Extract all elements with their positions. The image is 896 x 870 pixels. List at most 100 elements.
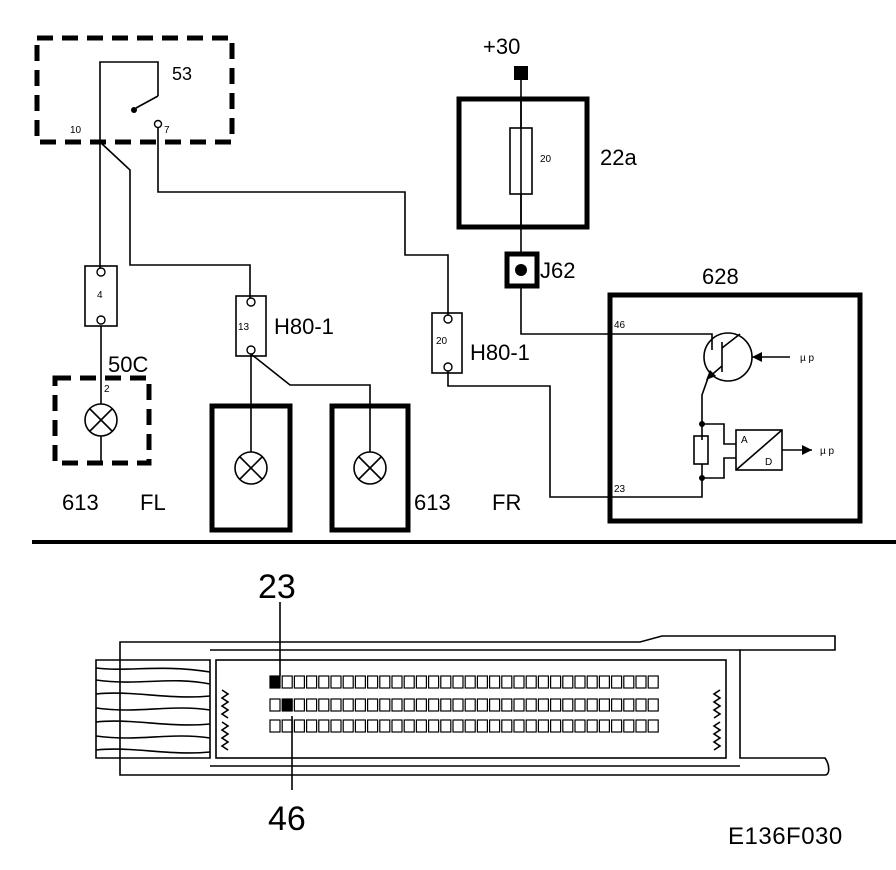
fuse-box-ref-label: 22a (600, 145, 637, 170)
connector-13-pin-label: 13 (238, 322, 250, 333)
module-pin-top-label: 46 (614, 320, 626, 331)
figure-code: E136F030 (728, 823, 843, 850)
pin-cell (415, 719, 427, 733)
pin-cell (354, 698, 366, 712)
pin-cell (476, 698, 488, 712)
pin-cell (293, 698, 305, 712)
pin-cell (367, 719, 379, 733)
pin-cell (391, 698, 403, 712)
pin-cell (306, 719, 318, 733)
pin-cell (623, 719, 635, 733)
pin-cell (367, 675, 379, 689)
pin-cell (562, 675, 574, 689)
pin-cell (440, 719, 452, 733)
pin-cell (489, 698, 501, 712)
pin-cell (598, 719, 611, 733)
pin-cell (415, 698, 427, 712)
junction-j62: J62 (504, 251, 713, 350)
connector-20-pin-label: 20 (436, 336, 448, 347)
pin-cell (610, 698, 623, 712)
pin-cell (586, 675, 598, 689)
pin-cell (476, 719, 488, 733)
pin-cell (379, 675, 391, 689)
pin-cell (635, 698, 647, 712)
module-out-top-label: µ p (800, 353, 815, 364)
pin-cell (501, 719, 513, 733)
module-pin-bottom-label: 23 (614, 484, 626, 495)
callout-pin-23-label: 23 (258, 568, 296, 606)
switch-ref-label: 53 (172, 64, 192, 84)
pin-cell (440, 675, 452, 689)
pin-cell (342, 719, 354, 733)
pin-cell (428, 698, 440, 712)
pin-cell (635, 719, 647, 733)
pin-cell (330, 675, 342, 689)
connector-plug-view: 23 46 (95, 568, 836, 838)
switch-53: 53 10 7 (34, 35, 235, 145)
pin-cell (562, 719, 574, 733)
pin-cell (647, 698, 659, 712)
pin-cell (489, 719, 501, 733)
pin-cell (367, 698, 379, 712)
lamp-613-left (209, 403, 293, 533)
pin-cell (452, 698, 464, 712)
lamp-50c: 50C 2 (52, 352, 152, 466)
pin-grid (269, 675, 659, 733)
lamp-50c-pin-label: 2 (104, 384, 110, 395)
pin-cell (318, 719, 330, 733)
module-ref-label: 628 (702, 264, 739, 289)
pin-cell (306, 675, 318, 689)
adc-d-label: D (765, 457, 772, 468)
pin-cell (464, 719, 476, 733)
lamp-fl-side-label: FL (140, 490, 166, 515)
pin-cell (610, 675, 623, 689)
pin-cell (549, 675, 562, 689)
fuse-box-22a: 20 22a (456, 96, 637, 230)
pin-cell (525, 675, 537, 689)
pin-cell (428, 675, 440, 689)
pin-cell (562, 698, 574, 712)
pin-cell (647, 719, 659, 733)
pin-cell (342, 698, 354, 712)
lamp-fl-ref-label: 613 (62, 490, 99, 515)
wires-left (99, 141, 449, 315)
fuse-number-label: 20 (540, 154, 552, 165)
lamp-fr-ref-label: 613 (414, 490, 451, 515)
pin-cell (501, 675, 513, 689)
pin-cell (269, 698, 281, 712)
pin-cell (513, 698, 525, 712)
pin-cell (342, 675, 354, 689)
switch-pin-left-label: 10 (70, 125, 82, 136)
control-module-628: 628 46 23 µ p A D µ p (607, 264, 863, 524)
pin-cell (330, 719, 342, 733)
pin-cell (403, 675, 415, 689)
pin-cell (489, 675, 501, 689)
pin-cell (403, 719, 415, 733)
pin-cell (293, 719, 305, 733)
pin-cell (391, 675, 403, 689)
pin-cell (452, 675, 464, 689)
pin-cell (513, 675, 525, 689)
pin-cell (501, 698, 513, 712)
pin-cell (318, 698, 330, 712)
pin-cell (269, 719, 281, 733)
lamp-fr-side-label: FR (492, 490, 521, 515)
module-out-bottom-label: µ p (820, 446, 835, 457)
pin-cell (537, 675, 550, 689)
switch-pin-right-label: 7 (164, 125, 170, 136)
pin-cell (281, 719, 293, 733)
pin-cell (574, 698, 586, 712)
pin-46-cell (281, 698, 293, 712)
pin-cell (623, 698, 635, 712)
pin-cell (574, 675, 586, 689)
pin-cell (574, 719, 586, 733)
pin-23-cell (269, 675, 281, 689)
pin-cell (293, 675, 305, 689)
connector-20: 20 H80-1 (431, 312, 703, 498)
supply-label: +30 (483, 34, 520, 59)
connector-13: 13 H80-1 (235, 295, 371, 452)
pin-cell (379, 698, 391, 712)
pin-cell (354, 719, 366, 733)
connector-13-ref-label: H80-1 (274, 314, 334, 339)
